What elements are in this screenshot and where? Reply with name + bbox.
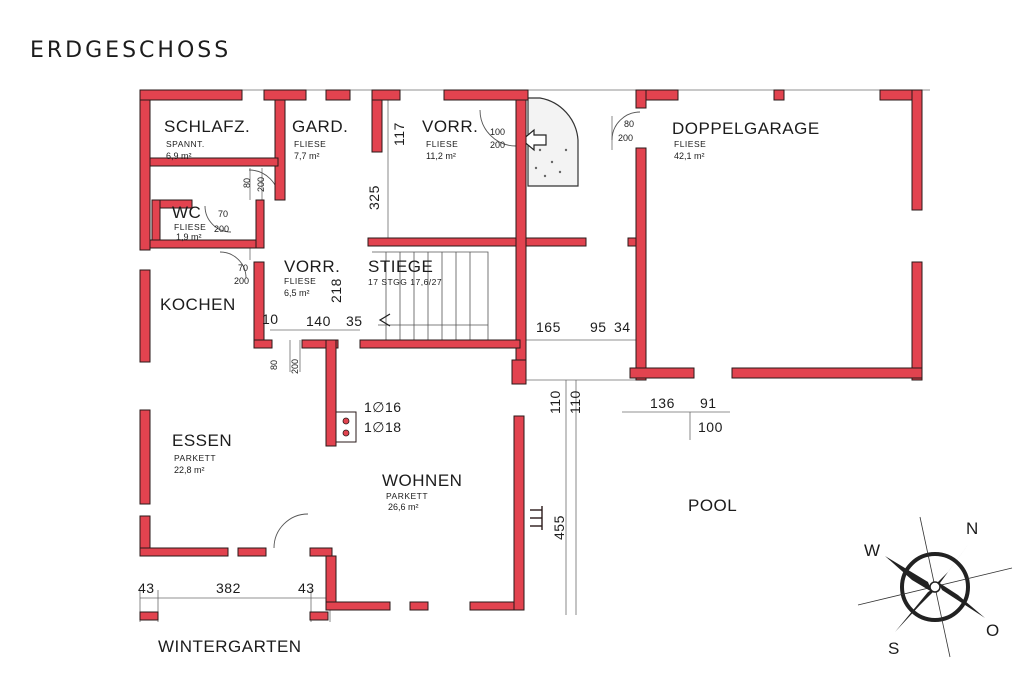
room-wc-floor: FLIESE xyxy=(174,222,207,232)
room-garderobe-name: GARD. xyxy=(292,117,349,136)
compass-rose-icon xyxy=(857,516,1013,658)
door-essen-width: 80 xyxy=(269,359,279,370)
room-doppelgarage-area: 42,1 m² xyxy=(674,151,705,161)
room-essen-name: ESSEN xyxy=(172,431,233,450)
room-garderobe-floor: FLIESE xyxy=(294,139,327,149)
door-essen-height: 200 xyxy=(290,358,300,374)
room-stiege-name: STIEGE xyxy=(368,257,434,276)
room-essen-area: 22,8 m² xyxy=(174,465,205,475)
dim-100: 100 xyxy=(698,419,723,435)
plan-title: ERDGESCHOSS xyxy=(30,38,232,63)
door-vorr-width: 100 xyxy=(490,127,506,137)
dim-35: 35 xyxy=(346,313,363,329)
room-schlafzimmer-floor: SPANNT. xyxy=(166,139,205,149)
compass-east: O xyxy=(986,621,1000,640)
door-wc-height: 200 xyxy=(214,224,230,234)
compass-west: W xyxy=(864,541,881,560)
room-vorraum-mitte-name: VORR. xyxy=(284,257,341,276)
dim-34: 34 xyxy=(614,319,631,335)
door-schlafz-height: 200 xyxy=(256,176,266,192)
dim-110-right: 110 xyxy=(567,390,583,414)
room-stiege-info: 17 STGG 17,6/27 xyxy=(368,277,443,287)
dim-218: 218 xyxy=(328,278,344,303)
door-kochen-width: 70 xyxy=(238,263,249,273)
compass-north: N xyxy=(966,519,979,538)
room-pool-name: POOL xyxy=(688,496,738,515)
room-wc-name: WC xyxy=(172,203,202,222)
room-garderobe-area: 7,7 m² xyxy=(294,151,320,161)
dim-165: 165 xyxy=(536,319,561,335)
door-garage-height: 200 xyxy=(618,133,634,143)
room-wohnen-area: 26,6 m² xyxy=(388,502,419,512)
dim-95: 95 xyxy=(590,319,607,335)
dim-117: 117 xyxy=(391,122,407,146)
room-schlafzimmer-area: 6,9 m² xyxy=(166,151,192,161)
room-doppelgarage-name: DOPPELGARAGE xyxy=(672,119,820,138)
entrance-porch xyxy=(521,97,579,187)
dim-43-right: 43 xyxy=(298,580,315,596)
pool-steps xyxy=(530,506,543,530)
door-kochen-height: 200 xyxy=(234,276,250,286)
dim-325: 325 xyxy=(366,185,382,210)
chimney xyxy=(335,411,357,443)
room-vorraum-oben-floor: FLIESE xyxy=(426,139,459,149)
dim-140: 140 xyxy=(306,313,331,329)
room-vorraum-mitte-area: 6,5 m² xyxy=(284,288,310,298)
entrance-arrow-icon xyxy=(521,128,547,152)
room-doppelgarage-floor: FLIESE xyxy=(674,139,707,149)
room-wohnen-name: WOHNEN xyxy=(382,471,463,490)
dim-382: 382 xyxy=(216,580,241,596)
walls xyxy=(139,89,923,621)
room-wc-area: 1,9 m² xyxy=(176,232,202,242)
dim-43-left: 43 xyxy=(138,580,155,596)
dim-91: 91 xyxy=(700,395,717,411)
room-wintergarten-name: WINTERGARTEN xyxy=(158,637,302,656)
door-swings xyxy=(204,109,641,549)
dim-136: 136 xyxy=(650,395,675,411)
chimney-label-2: 1∅18 xyxy=(364,419,402,435)
door-garage-width: 80 xyxy=(624,119,635,129)
room-kochen-name: KOCHEN xyxy=(160,295,236,314)
room-wohnen-floor: PARKETT xyxy=(386,491,429,501)
room-essen-floor: PARKETT xyxy=(174,453,217,463)
door-schlafz-width: 80 xyxy=(242,177,252,188)
room-vorraum-oben-area: 11,2 m² xyxy=(426,151,456,161)
room-vorraum-oben-name: VORR. xyxy=(422,117,479,136)
dim-455: 455 xyxy=(551,515,567,540)
chimney-label-1: 1∅16 xyxy=(364,399,402,415)
door-wc-width: 70 xyxy=(218,209,229,219)
dim-10: 10 xyxy=(262,311,279,327)
room-vorraum-mitte-floor: FLIESE xyxy=(284,276,317,286)
room-schlafzimmer-name: SCHLAFZ. xyxy=(164,117,251,136)
dim-110-left: 110 xyxy=(547,390,563,414)
door-vorr-height: 200 xyxy=(490,140,506,150)
compass-south: S xyxy=(888,639,900,658)
